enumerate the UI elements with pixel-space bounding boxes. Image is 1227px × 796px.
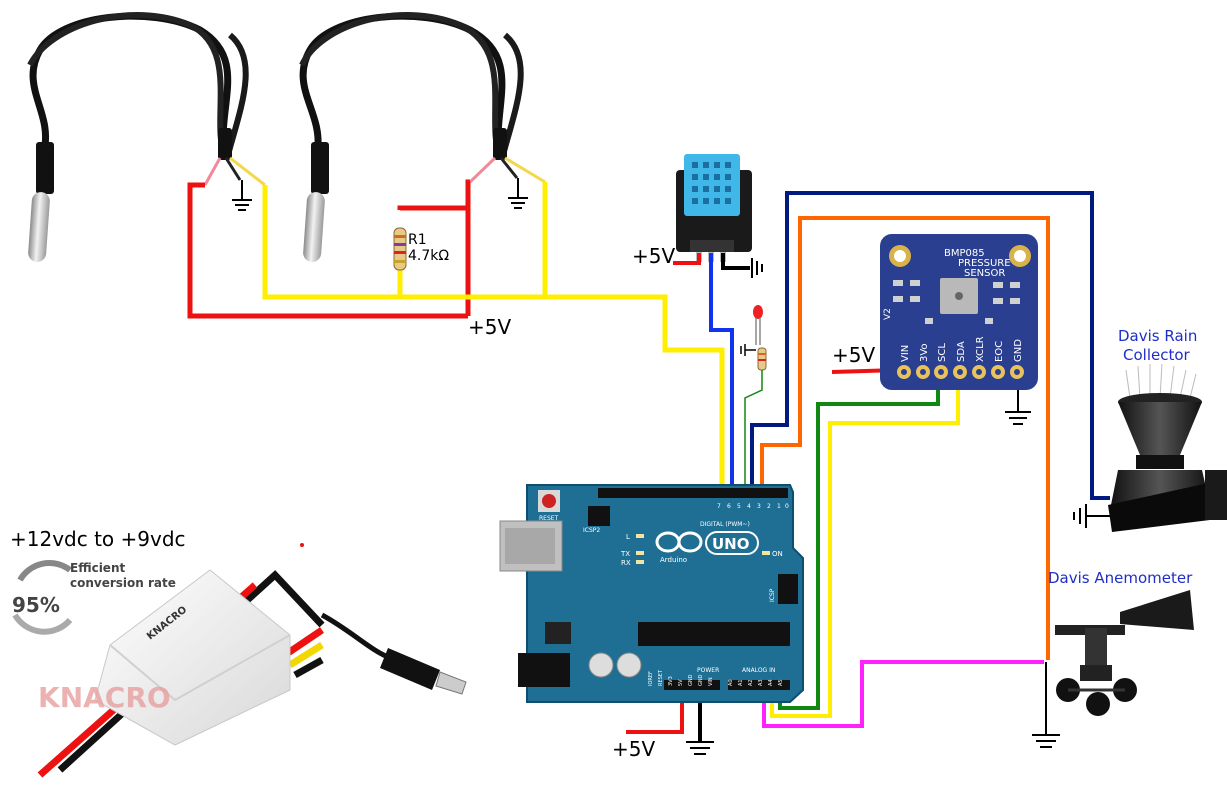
anemometer xyxy=(1055,590,1194,716)
dht-5v-label: +5V xyxy=(632,244,675,268)
arduino-power-pin-labels: IOREF RESET 3V3 5V GND GND VIN xyxy=(648,669,714,686)
digital-pin-4: 4 xyxy=(747,503,751,510)
bmp-pin-eoc: EOC xyxy=(994,341,1005,362)
arduino-analog-header: ANALOG IN xyxy=(742,667,775,674)
rain-collector xyxy=(1108,363,1227,532)
efficiency-text-line1: Efficient xyxy=(70,561,125,575)
dc-barrel-plug xyxy=(320,612,467,695)
bmp-title-line1: BMP085 xyxy=(944,248,985,259)
power-pin-gnd-1: GND xyxy=(688,674,694,686)
bmp-title-line2: PRESSURE xyxy=(958,258,1011,269)
bmp-5v-label: +5V xyxy=(832,343,875,367)
digital-pin-3: 3 xyxy=(757,503,761,510)
bmp-pin-sda: SDA xyxy=(956,341,967,362)
digital-pin-5: 5 xyxy=(737,503,741,510)
status-led xyxy=(753,305,767,371)
arduino-reset-label: RESET xyxy=(539,515,559,522)
ground-symbol-probe-2 xyxy=(508,178,528,209)
arduino-led-l: L xyxy=(626,533,630,541)
arduino-uno-board xyxy=(499,484,804,703)
efficiency-percent: 95% xyxy=(12,593,60,617)
led-wire xyxy=(744,370,763,490)
ground-symbol-arduino xyxy=(686,741,714,755)
power-pin-gnd-2: GND xyxy=(698,674,704,686)
power-pin-ioref: IOREF xyxy=(648,671,654,686)
probe-power-wires xyxy=(187,179,725,490)
resistor-value-label: 4.7kΩ xyxy=(408,248,449,264)
power-supply-range-label: +12vdc to +9vdc xyxy=(10,527,186,551)
ground-symbol-led xyxy=(740,344,756,356)
bmp-title-line3: SENSOR xyxy=(964,268,1005,279)
analog-pin-a3: A3 xyxy=(758,679,764,686)
bmp-pin-3vo: 3Vo xyxy=(919,343,930,362)
efficiency-text-line2: conversion rate xyxy=(70,576,176,590)
bmp-pin-gnd: GND xyxy=(1013,339,1024,362)
arduino-5v-label: +5V xyxy=(612,737,655,761)
power-supply-watermark: KNACRO xyxy=(38,681,171,714)
bmp-version: V2 xyxy=(883,308,893,320)
arduino-brand: UNO xyxy=(712,535,750,553)
dht-wires xyxy=(673,253,750,490)
bmp085-board xyxy=(880,234,1038,390)
arduino-led-rx: RX xyxy=(621,559,631,567)
red-dot-marker xyxy=(300,543,304,547)
arduino-digital-header: DIGITAL (PWM~) xyxy=(700,521,750,528)
arduino-analog-pin-labels: A0 A1 A2 A3 A4 A5 xyxy=(728,679,784,686)
power-pin-reset: RESET xyxy=(658,669,664,686)
bmp-pin-xclr: XCLR xyxy=(975,336,986,362)
analog-pin-a2: A2 xyxy=(748,679,754,686)
analog-pin-a4: A4 xyxy=(768,679,774,686)
rain-collector-label-line2: Collector xyxy=(1123,346,1191,364)
efficiency-badge xyxy=(12,560,73,635)
digital-pin-2: 2 xyxy=(767,503,771,510)
ground-symbol-bmp xyxy=(1005,411,1031,425)
power-pin-5v: 5V xyxy=(678,679,684,686)
resistor-ref-label: R1 xyxy=(408,232,427,248)
temperature-probe-1 xyxy=(27,12,266,262)
arduino-icsp2-label: ICSP2 xyxy=(583,527,600,534)
anemometer-label: Davis Anemometer xyxy=(1048,569,1193,587)
dht11-sensor xyxy=(676,154,752,262)
digital-pin-6: 6 xyxy=(727,503,731,510)
analog-pin-a1: A1 xyxy=(738,679,744,686)
arduino-name: Arduino xyxy=(660,556,687,564)
arduino-icsp-label: ICSP xyxy=(769,588,776,602)
arduino-digital-pin-labels: 7 6 5 4 3 2 1 0 xyxy=(717,503,789,510)
ground-symbol-anemometer xyxy=(1032,734,1060,748)
bmp-pin-vin: VIN xyxy=(900,345,911,362)
digital-pin-0: 0 xyxy=(785,503,789,510)
sensor-wires xyxy=(626,191,1110,742)
ground-symbol-probe-1 xyxy=(232,180,252,211)
analog-pin-a5: A5 xyxy=(778,679,784,686)
bmp-pin-scl: SCL xyxy=(937,343,948,362)
power-pin-3v3: 3V3 xyxy=(668,676,674,686)
probes-5v-label: +5V xyxy=(468,315,511,339)
power-pin-vin: VIN xyxy=(708,677,714,686)
power-supply-module xyxy=(37,569,325,778)
arduino-led-on: ON xyxy=(772,550,783,558)
resistor-r1 xyxy=(393,227,407,271)
temperature-probe-2 xyxy=(299,12,546,262)
analog-pin-a0: A0 xyxy=(728,679,734,686)
ground-symbol-dht xyxy=(751,258,763,278)
ground-symbol-rain xyxy=(1073,504,1110,528)
digital-pin-1: 1 xyxy=(777,503,781,510)
arduino-led-tx: TX xyxy=(620,550,630,558)
digital-pin-7: 7 xyxy=(717,503,721,510)
rain-collector-label-line1: Davis Rain xyxy=(1118,327,1197,345)
arduino-power-header: POWER xyxy=(697,667,719,674)
